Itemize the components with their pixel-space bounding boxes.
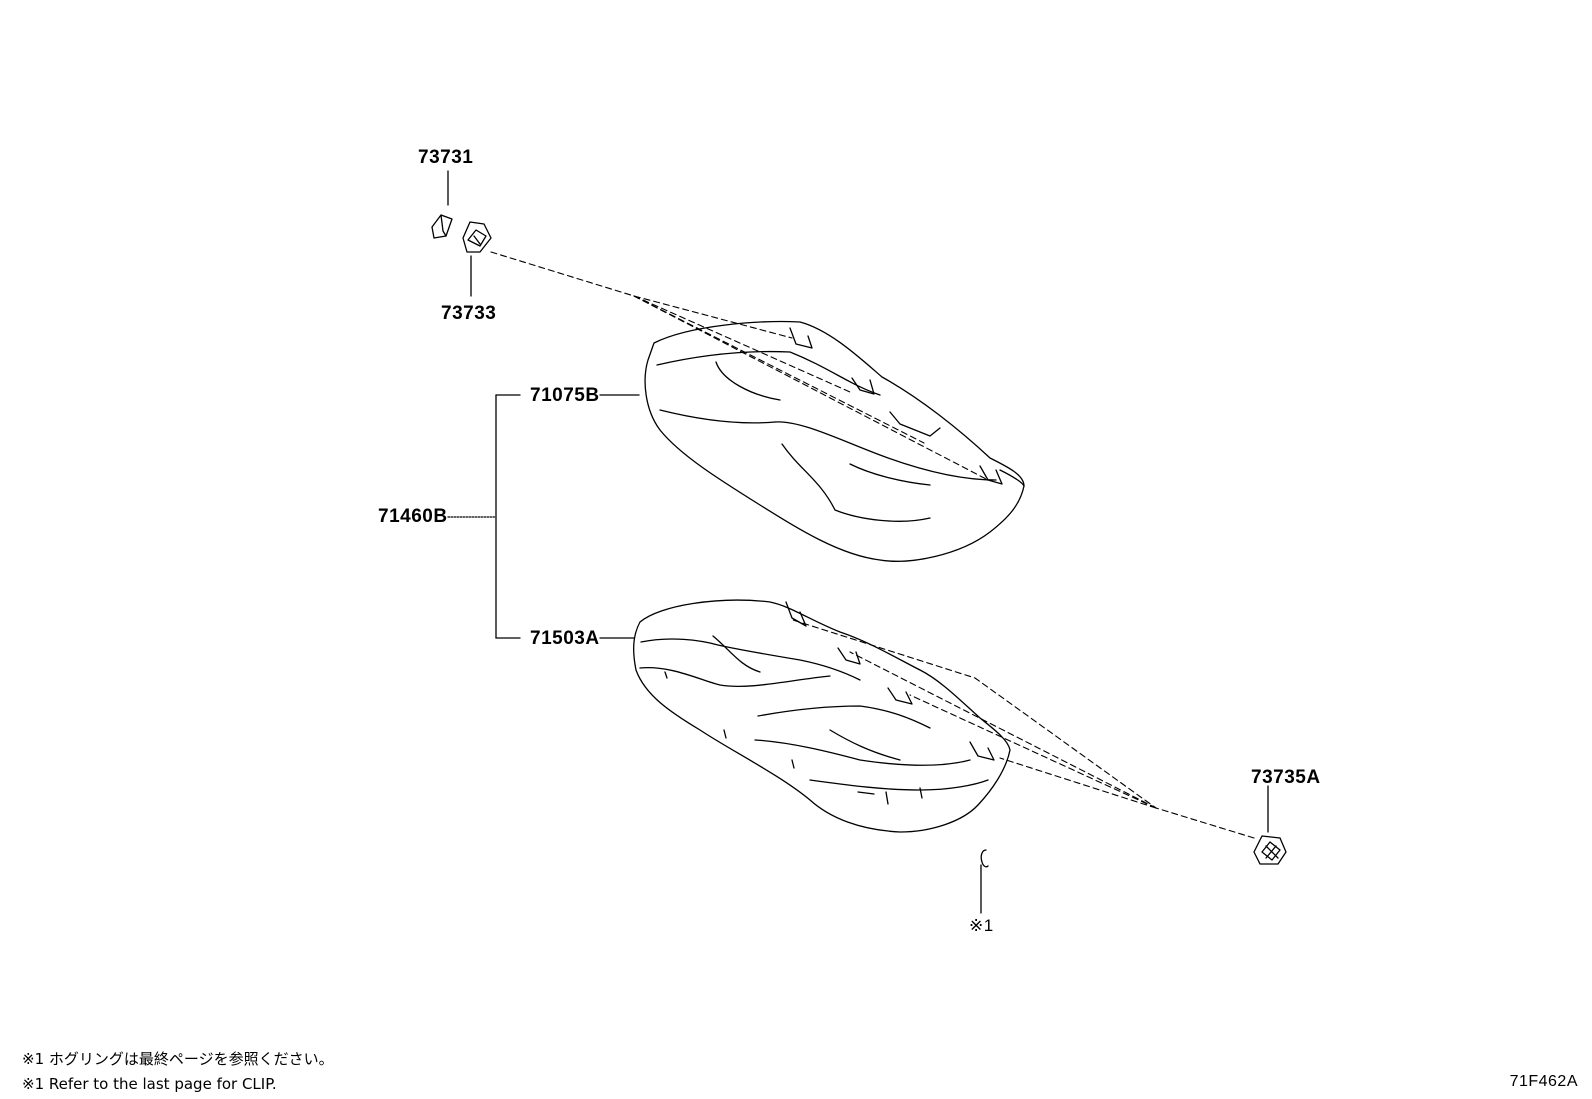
part-label-73733: 73733 [441,303,497,324]
seat-cushion-cover-71075B [644,320,1025,562]
footnote-english: ※1 Refer to the last page for CLIP. [22,1075,277,1093]
clip-73735A-part [1253,835,1287,865]
part-label-73731: 73731 [418,147,474,168]
figure-id: 71F462A [1509,1073,1578,1090]
clip-73733-part [462,221,492,253]
footnote-japanese: ※1 ホグリングは最終ページを参照ください。 [22,1050,334,1068]
part-label-71460b: 71460B [378,506,448,527]
hog-ring-part [980,849,989,868]
leader-lines [447,170,1269,914]
ref-label-1: ※1 [969,916,994,935]
assembly-dashed-lines [490,251,1255,839]
part-label-71075b: 71075B [530,385,600,406]
part-label-73735a: 73735A [1251,767,1321,788]
part-label-71503a: 71503A [530,628,600,649]
clip-73731-part [431,214,453,239]
seat-cushion-pad-71503A [633,599,1011,833]
